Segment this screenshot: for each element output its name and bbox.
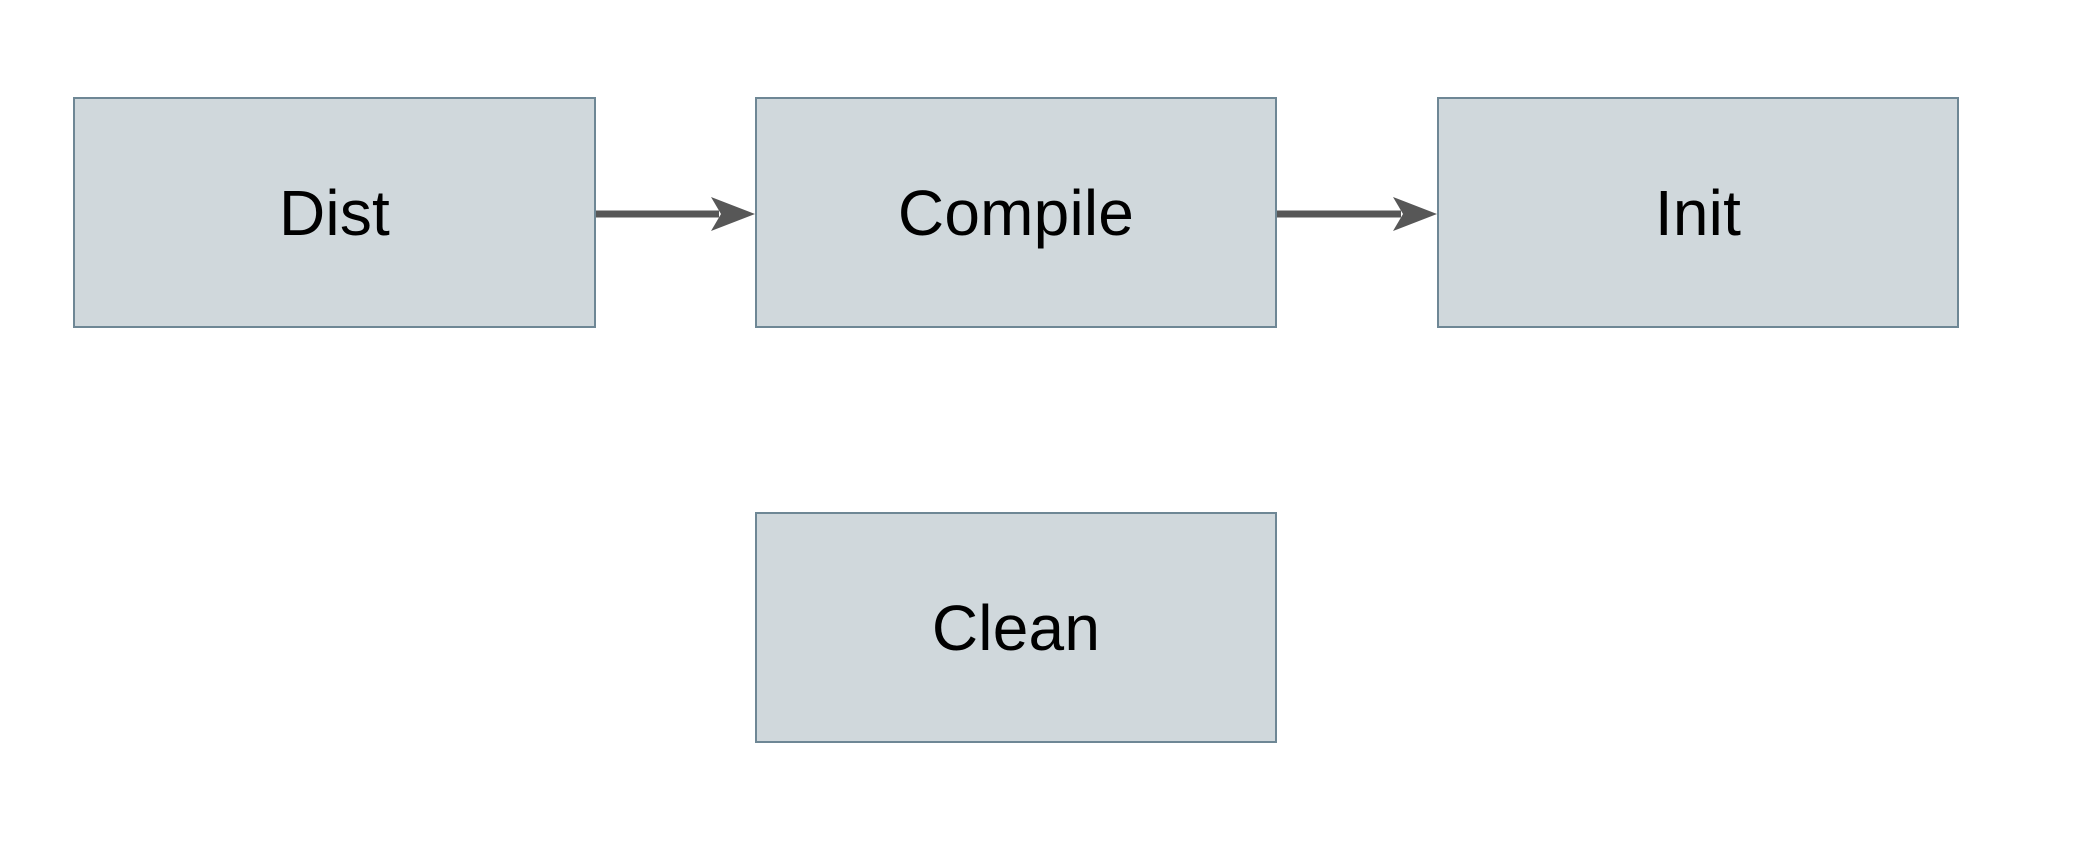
node-init-label: Init bbox=[1654, 176, 1742, 249]
node-clean[interactable]: Clean bbox=[755, 512, 1277, 743]
arrow-head-icon bbox=[1393, 197, 1437, 231]
edge-compile-to-init[interactable] bbox=[1277, 194, 1437, 234]
node-dist-label: Dist bbox=[278, 176, 391, 249]
arrow-head-icon bbox=[711, 197, 755, 231]
node-dist[interactable]: Dist bbox=[73, 97, 596, 328]
node-clean-label: Clean bbox=[931, 591, 1101, 664]
node-compile-label: Compile bbox=[897, 176, 1135, 249]
node-init[interactable]: Init bbox=[1437, 97, 1959, 328]
node-compile[interactable]: Compile bbox=[755, 97, 1277, 328]
edge-dist-to-compile[interactable] bbox=[596, 194, 755, 234]
